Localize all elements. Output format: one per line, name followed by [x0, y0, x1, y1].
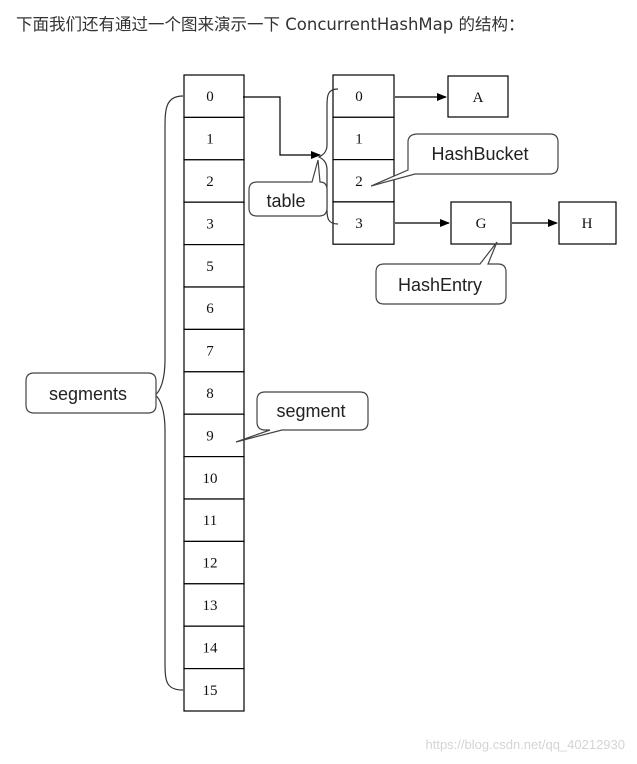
- segment-cell-label: 3: [206, 216, 214, 232]
- segment-cell: [183, 74, 245, 119]
- table-cell-label: 0: [355, 89, 363, 105]
- callout-hashbucket: HashBucket: [370, 133, 559, 187]
- segment-cell-label: 8: [206, 386, 214, 402]
- segment-cell: [183, 244, 245, 288]
- table-cell-label: 3: [355, 216, 363, 232]
- segment-cell-label: 6: [206, 301, 214, 317]
- segment-cell: [183, 286, 245, 331]
- segment-cell-label: 14: [203, 640, 219, 656]
- callout-segments-text: segments: [49, 384, 127, 404]
- callout-table-text: table: [266, 191, 305, 211]
- table-cell: [332, 74, 395, 118]
- page-title: 下面我们还有通过一个图来演示一下 ConcurrentHashMap 的结构：: [16, 15, 525, 34]
- callout-hashentry-text: HashEntry: [398, 275, 482, 295]
- segment-cell-label: 11: [203, 513, 217, 529]
- segment-cell: [183, 540, 245, 585]
- segment-cell-label: 5: [206, 259, 214, 275]
- entry-h-box: [558, 201, 617, 245]
- segment-cell-label: 0: [206, 89, 214, 105]
- entry-h-label: H: [582, 216, 593, 232]
- segment-cell-label: 10: [203, 471, 218, 487]
- segment-cell-label: 1: [206, 132, 214, 148]
- segment-cell-label: 9: [206, 428, 214, 444]
- callout-table: table: [248, 159, 328, 217]
- segment-cell: [183, 583, 245, 627]
- segment-cell: [183, 201, 245, 246]
- callout-segment: segment: [235, 391, 369, 443]
- callout-hashentry: HashEntry: [375, 241, 507, 305]
- callout-hashbucket-text: HashBucket: [431, 144, 528, 164]
- segment-cell: [183, 328, 245, 373]
- segment-to-table-connector: [243, 96, 321, 159]
- table-cell: [332, 116, 395, 161]
- table-cell-label: 2: [355, 174, 363, 190]
- segment-cell-label: 15: [203, 683, 218, 699]
- table-cell-label: 1: [355, 131, 363, 147]
- entry-g-label: G: [476, 216, 487, 232]
- segment-cell: [183, 116, 245, 161]
- segment-cell-label: 2: [206, 174, 214, 190]
- entry-g-box: [450, 201, 512, 245]
- segment-cell: [183, 456, 245, 500]
- entry-a-label: A: [473, 90, 484, 106]
- watermark: https://blog.csdn.net/qq_40212930: [425, 737, 626, 752]
- segment-cell-label: 12: [203, 556, 218, 572]
- entry-a-box: [447, 75, 509, 118]
- table-array: 0 1 2 3: [332, 74, 395, 245]
- segment-cell: [183, 371, 245, 415]
- segment-cell: [183, 159, 245, 203]
- table-cell: [332, 201, 395, 245]
- segments-brace: [153, 95, 184, 691]
- segment-cell-label: 7: [206, 344, 214, 360]
- segment-cell: [183, 667, 245, 712]
- callout-segments: segments: [25, 372, 157, 414]
- callout-segment-text: segment: [276, 401, 345, 421]
- segment-cell: [183, 413, 245, 458]
- segment-cell-label: 13: [203, 598, 218, 614]
